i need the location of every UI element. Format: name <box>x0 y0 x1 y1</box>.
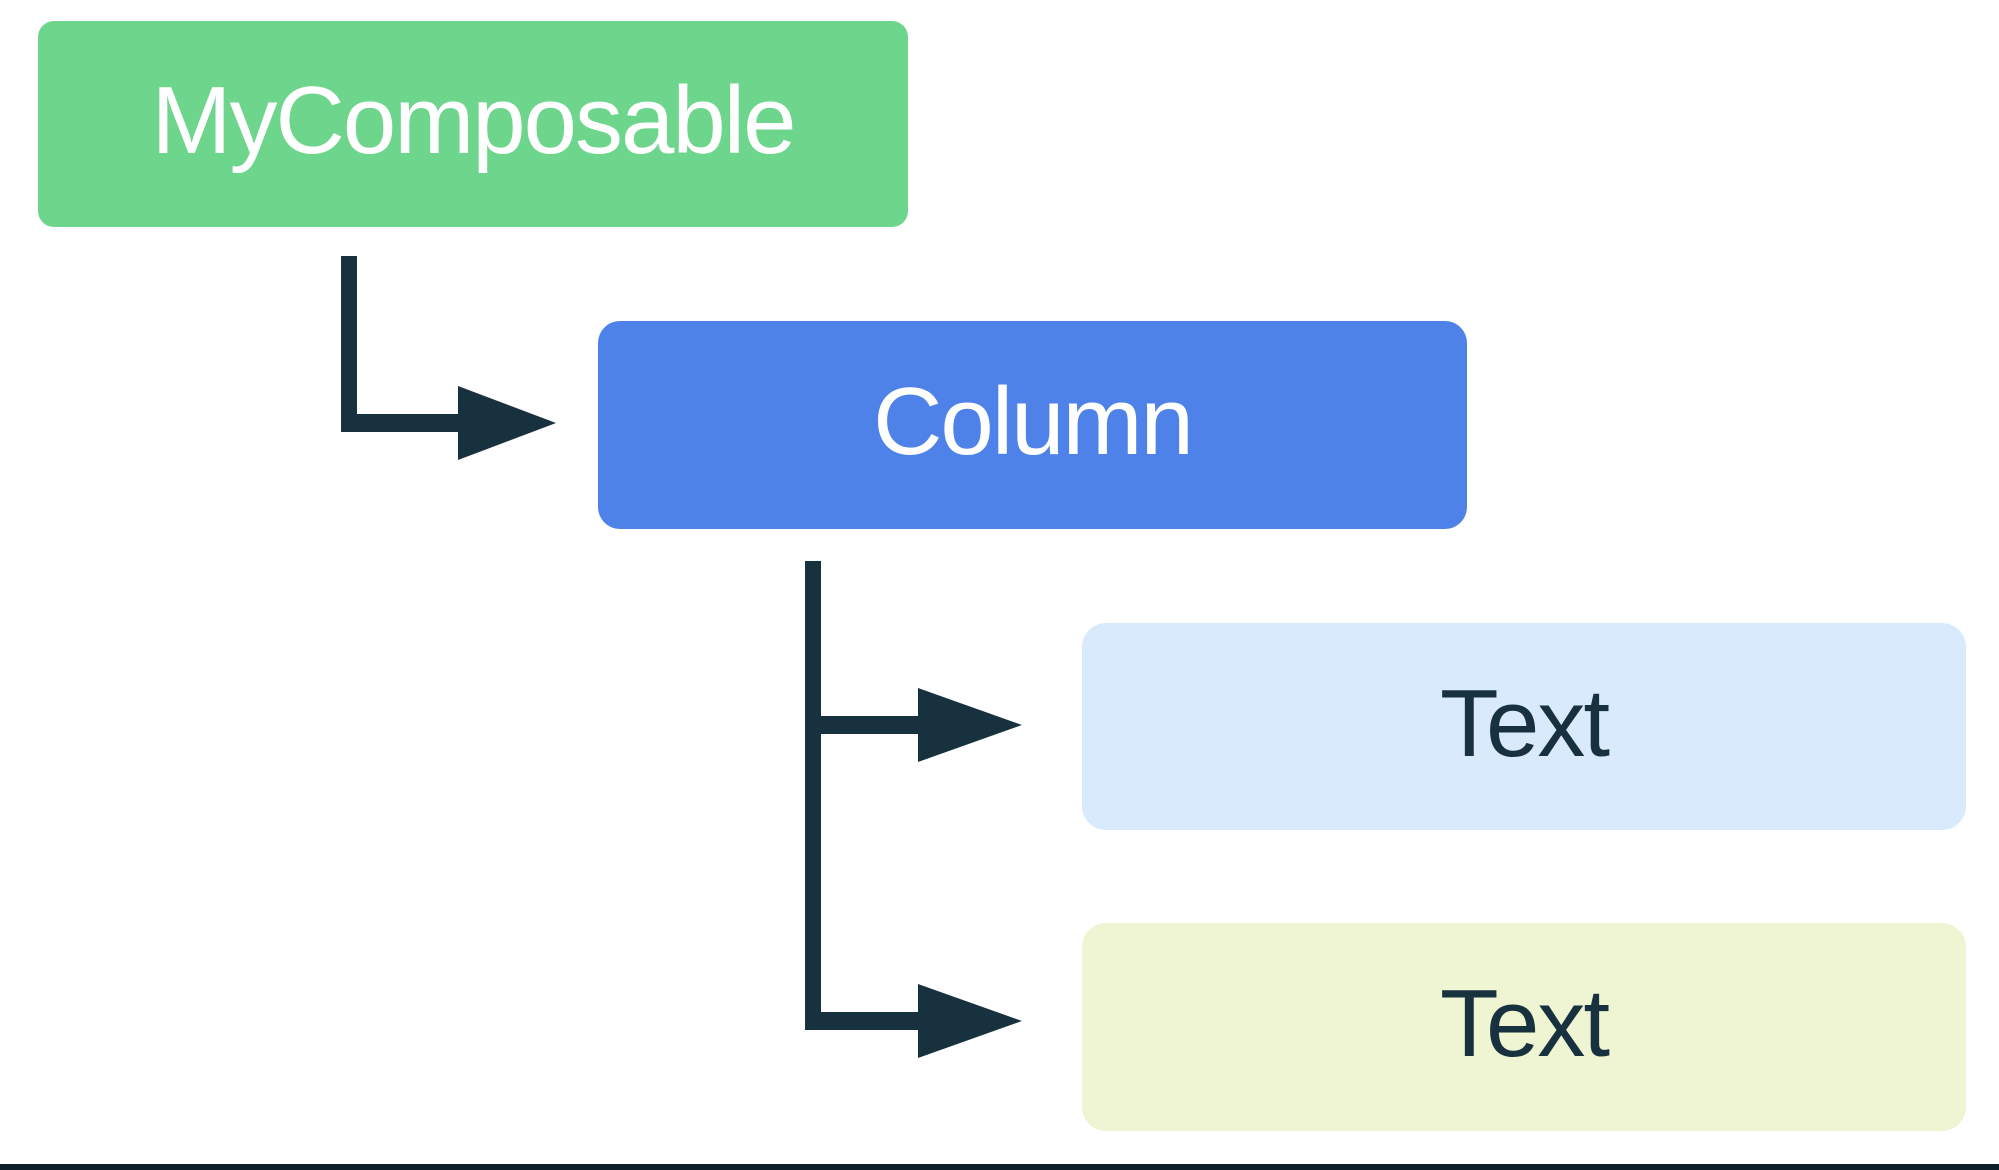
connector-vertical-segment <box>805 561 821 1030</box>
connector-horizontal-segment <box>805 716 923 734</box>
node-text-2-label: Text <box>1439 970 1610 1077</box>
connector-mycomposable-to-column <box>341 256 556 460</box>
node-text-1-label: Text <box>1439 669 1610 777</box>
connector-vertical-segment <box>341 256 357 432</box>
connector-horizontal-segment <box>805 1012 923 1030</box>
connector-column-to-text-children <box>805 561 1022 1058</box>
arrowhead-right-icon <box>918 688 1022 762</box>
node-mycomposable-label: MyComposable <box>151 67 797 174</box>
connector-column-to-text-2 <box>805 984 1022 1058</box>
connector-column-to-text-1 <box>805 688 1022 762</box>
node-column: Column <box>598 321 1467 529</box>
arrowhead-right-icon <box>458 386 556 460</box>
node-mycomposable: MyComposable <box>38 21 908 227</box>
node-text-2: Text <box>1082 923 1966 1131</box>
node-column-label: Column <box>873 368 1194 475</box>
bottom-border-line <box>0 1164 1999 1170</box>
arrowhead-right-icon <box>918 984 1022 1058</box>
connector-horizontal-segment <box>341 414 465 432</box>
node-text-1: Text <box>1082 623 1966 830</box>
